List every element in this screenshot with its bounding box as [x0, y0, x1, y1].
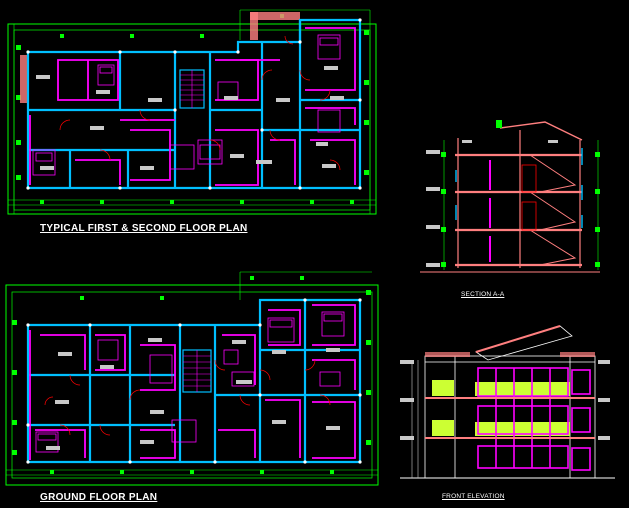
front-elevation-title: FRONT ELEVATION [442, 493, 505, 500]
section-title: SECTION A-A [461, 291, 505, 298]
section-a-a [420, 120, 600, 273]
ground-dimension-frame [5, 284, 379, 486]
typical-dimension-frame [7, 23, 377, 215]
typical-floor-plan-title: TYPICAL FIRST & SECOND FLOOR PLAN [40, 223, 248, 234]
typical-floor-plan [7, 9, 377, 215]
ground-floor-plan-title: GROUND FLOOR PLAN [40, 492, 158, 503]
ground-floor-plan [5, 271, 379, 486]
front-elevation [400, 325, 615, 479]
